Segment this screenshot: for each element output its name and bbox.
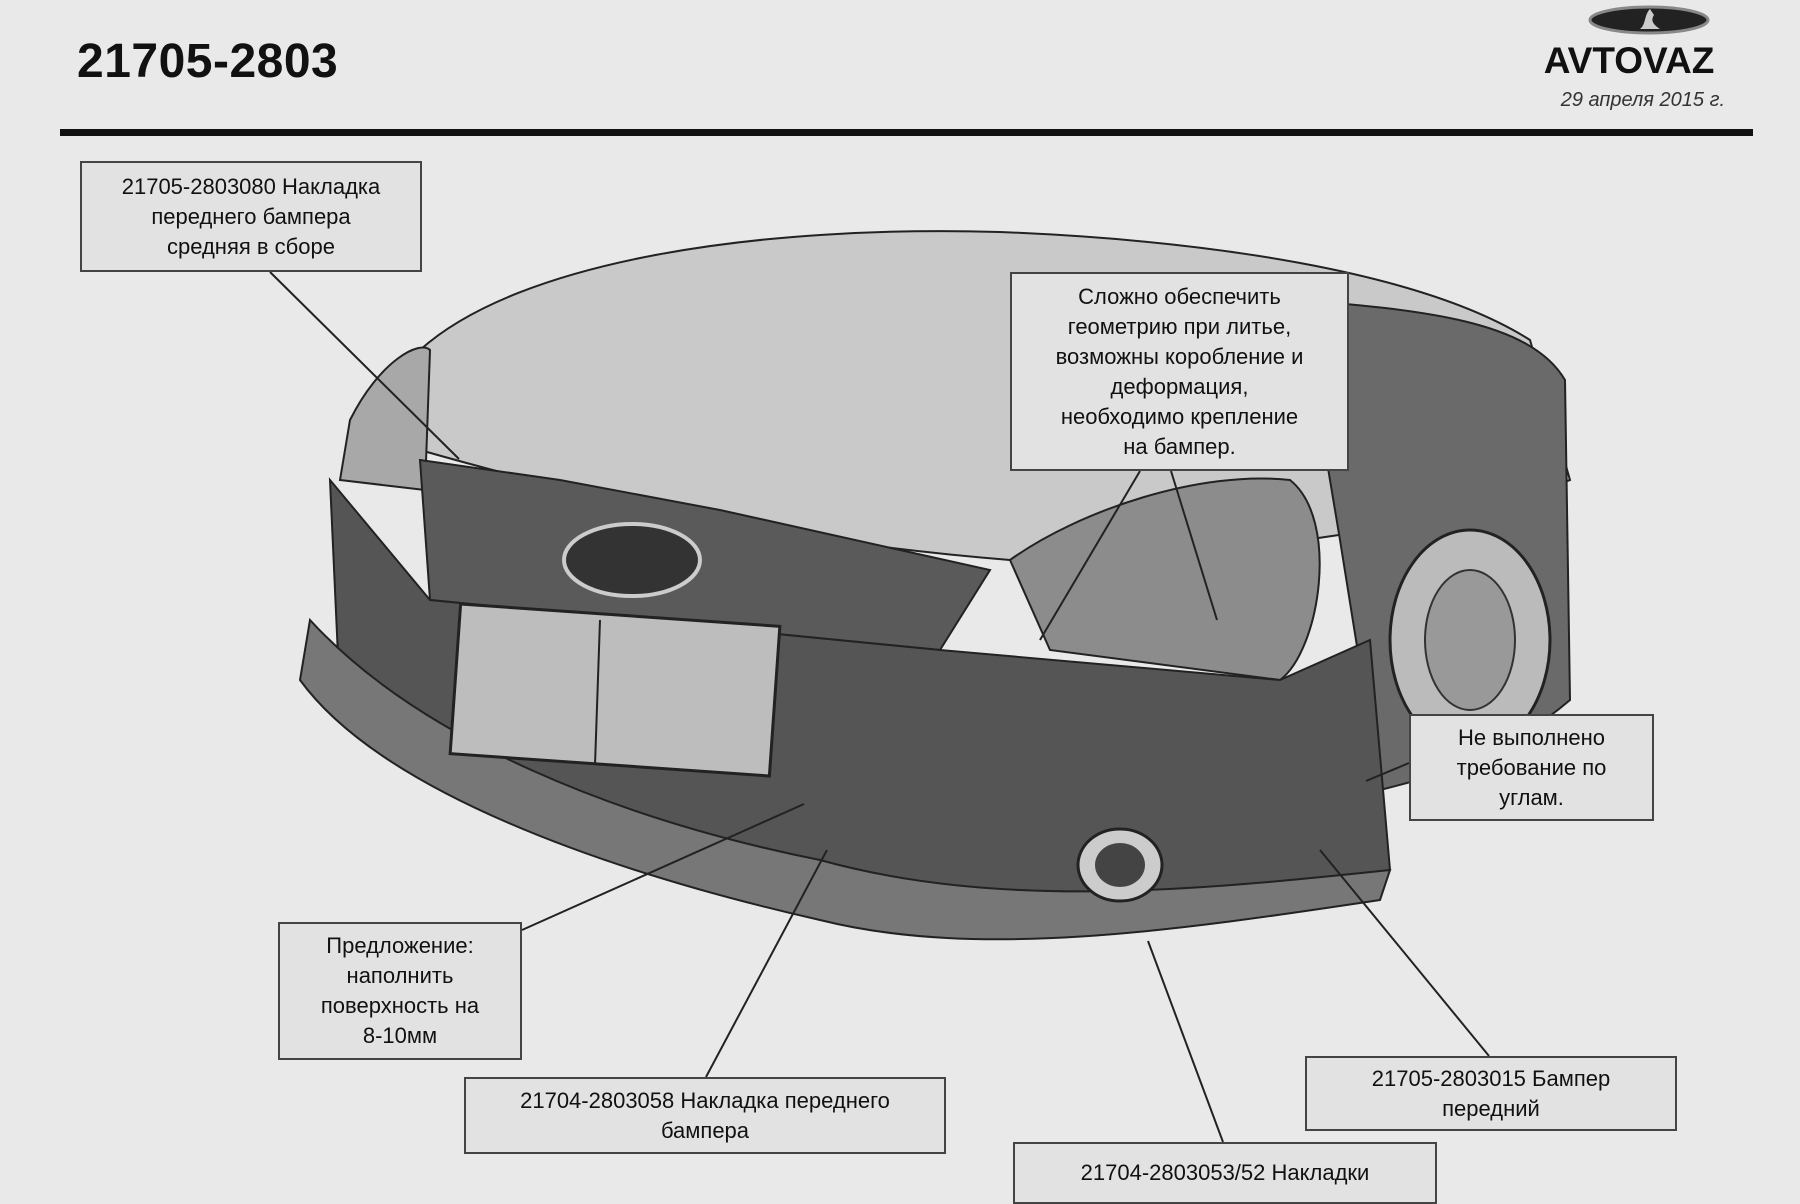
brand-name: AVTOVAZ [1543, 40, 1715, 81]
callout-front-bumper: 21705-2803015 Бампер передний [1305, 1056, 1677, 1131]
header-divider [60, 129, 1753, 136]
callout-molding-issue: Сложно обеспечить геометрию при литье, в… [1010, 272, 1349, 471]
callout-proposal: Предложение: наполнить поверхность на 8-… [278, 922, 522, 1060]
lada-logo-icon [1588, 5, 1710, 35]
callout-front-bumper-trim: 21704-2803058 Накладка переднего бампера [464, 1077, 946, 1154]
callout-corner-requirement: Не выполнено требование по углам. [1409, 714, 1654, 821]
callout-trims: 21704-2803053/52 Накладки [1013, 1142, 1437, 1204]
callout-hood-trim: 21705-2803080 Накладка переднего бампера… [80, 161, 422, 272]
document-number: 21705-2803 [77, 35, 339, 88]
document-date: 29 апреля 2015 г. [1560, 89, 1725, 111]
